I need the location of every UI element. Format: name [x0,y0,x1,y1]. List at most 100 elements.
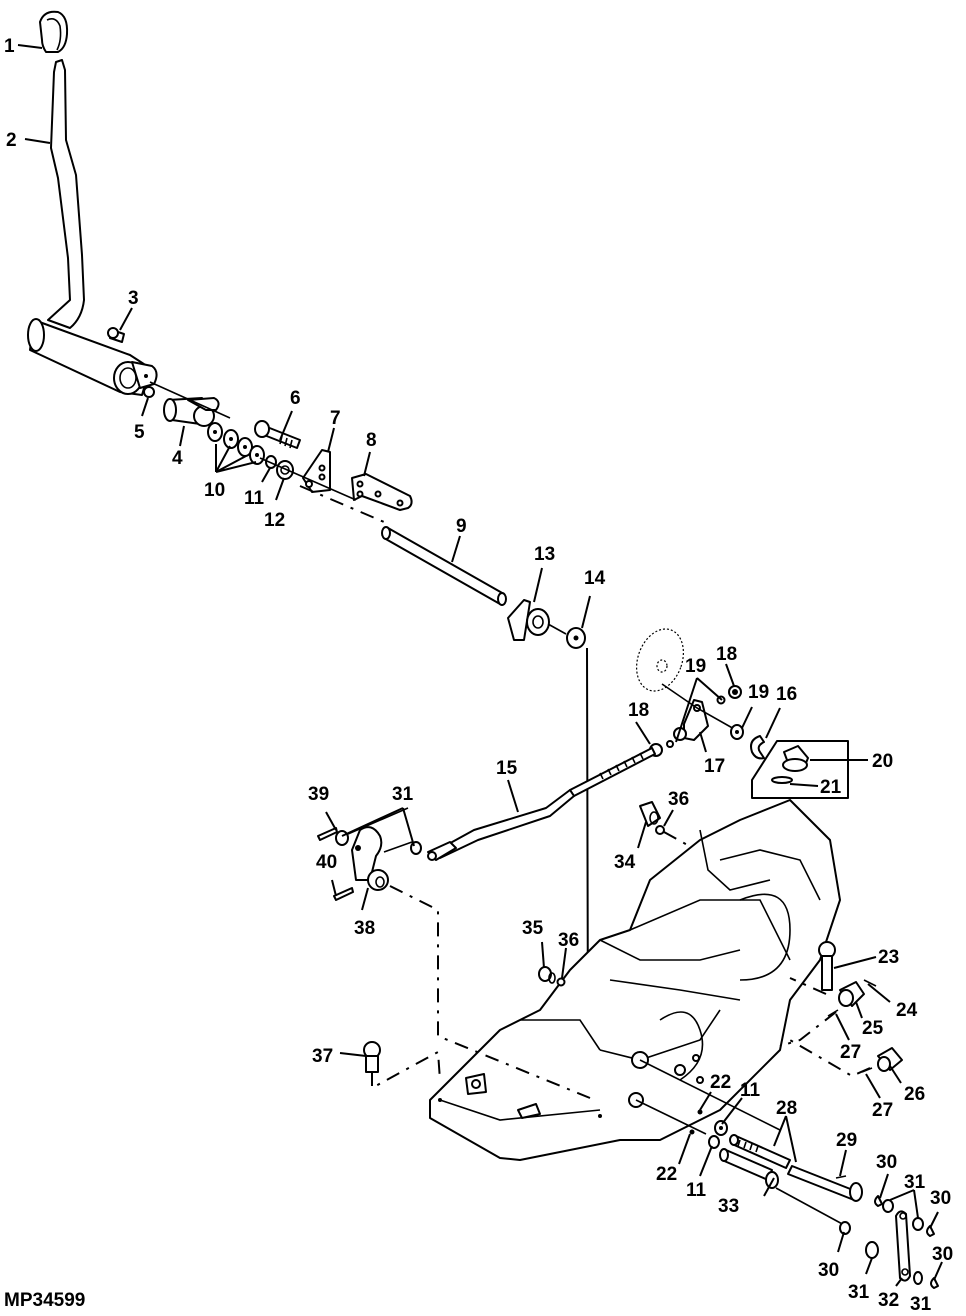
part-20-plug [782,745,809,772]
callout-25: 25 [862,1018,884,1039]
callout-30-a: 30 [876,1152,897,1173]
part-31-washer-a [882,1199,894,1213]
callout-6: 6 [290,388,301,409]
callout-9: 9 [456,516,467,537]
part-11-washer-lower [708,1135,720,1149]
part-9-rod [381,526,507,606]
callout-30-c: 30 [818,1260,839,1281]
part-22-pin-lower [689,1129,695,1135]
leader-lines [17,44,943,1287]
transmission-housing [429,799,841,1161]
part-30-clip-b [926,1225,935,1237]
part-26-fitting [877,1047,903,1072]
part-16-clip [750,735,765,760]
callout-12: 12 [264,510,285,531]
callout-30-b: 30 [930,1188,951,1209]
callout-20: 20 [872,751,893,772]
part-13-arm [507,599,550,641]
callout-38: 38 [354,918,375,939]
part-14-washer [566,627,586,649]
part-6-bolt [254,420,301,449]
part-4-bushing [163,397,220,427]
part-25-fitting [838,981,865,1007]
callout-31-b: 31 [904,1172,926,1193]
callout-21: 21 [820,777,842,798]
callout-22-lower: 22 [656,1164,677,1185]
callout-2: 2 [6,130,17,151]
part-24-seal [863,979,877,987]
part-21-o-ring [771,776,793,784]
callout-36-lower: 36 [558,930,579,951]
part-7-plate [302,449,331,493]
part-31-washer-d [913,1271,923,1285]
callout-26: 26 [904,1084,925,1105]
callout-32: 32 [878,1290,899,1311]
part-8-bracket [351,473,413,511]
part-31-washer-c [865,1241,879,1259]
part-15-link-rod [427,789,575,861]
part-30-clip-c [839,1221,851,1235]
callout-3: 3 [128,288,139,309]
callout-15: 15 [496,758,518,779]
callout-29: 29 [836,1130,857,1151]
part-5-washer [143,386,155,398]
callout-34: 34 [614,852,636,873]
part-31-washer-b [912,1217,924,1231]
part-knob [39,10,69,53]
part-32-link [895,1210,911,1282]
part-30-clip-a [874,1195,883,1207]
phantom-disc [636,628,684,692]
callout-11-right: 11 [740,1080,761,1101]
callout-18-upper: 18 [716,644,737,665]
callout-labels: 1 2 3 5 4 10 11 12 6 7 8 9 13 14 15 16 1… [4,36,953,1315]
part-34-plug [639,801,661,827]
figure-id: MP34599 [4,1290,85,1311]
part-40-pin [333,887,354,901]
part-3-bolt [107,327,125,343]
callout-40: 40 [316,852,337,873]
callout-23: 23 [878,947,899,968]
part-12-nut [276,460,294,480]
callout-11-upper: 11 [244,488,265,509]
callout-24: 24 [896,1000,918,1021]
part-10-washers [207,422,265,465]
callout-18-lower: 18 [628,700,649,721]
callout-31-left: 31 [392,784,414,805]
callout-33: 33 [718,1196,739,1217]
part-shift-lever [27,59,158,396]
part-19-washer-right [730,724,744,740]
callout-8: 8 [366,430,377,451]
part-11-washer-upper [714,1120,728,1136]
part-19-washer-lower [666,740,674,748]
callout-17: 17 [704,756,725,777]
callout-13: 13 [534,544,555,565]
callout-30-d: 30 [932,1244,953,1265]
part-30-clip-d [930,1277,939,1289]
callout-31-d: 31 [910,1294,932,1315]
part-18-nut-upper [728,685,742,699]
callout-36-upper: 36 [668,789,689,810]
part-22-pin-upper [697,1109,703,1115]
callout-28: 28 [776,1098,797,1119]
callout-1: 1 [4,36,15,57]
part-27-seal-upper [827,1009,839,1017]
callout-27-lower: 27 [872,1100,893,1121]
callout-4: 4 [172,448,183,469]
callout-37: 37 [312,1046,333,1067]
part-33-shaft [719,1148,779,1189]
part-36-seal-lower [556,977,566,987]
callout-5: 5 [134,422,145,443]
callout-19-upper: 19 [685,656,706,677]
callout-16: 16 [776,684,797,705]
part-35-plug [538,966,556,984]
part-37-bolt [363,1041,381,1073]
callout-7: 7 [330,408,341,429]
part-29-pin [835,1175,847,1179]
callout-39: 39 [308,784,329,805]
callout-10: 10 [204,480,225,501]
part-38-shift-arm [351,826,389,891]
part-39-pin [317,827,338,841]
part-23-bolt [818,941,836,991]
callout-19-right: 19 [748,682,769,703]
